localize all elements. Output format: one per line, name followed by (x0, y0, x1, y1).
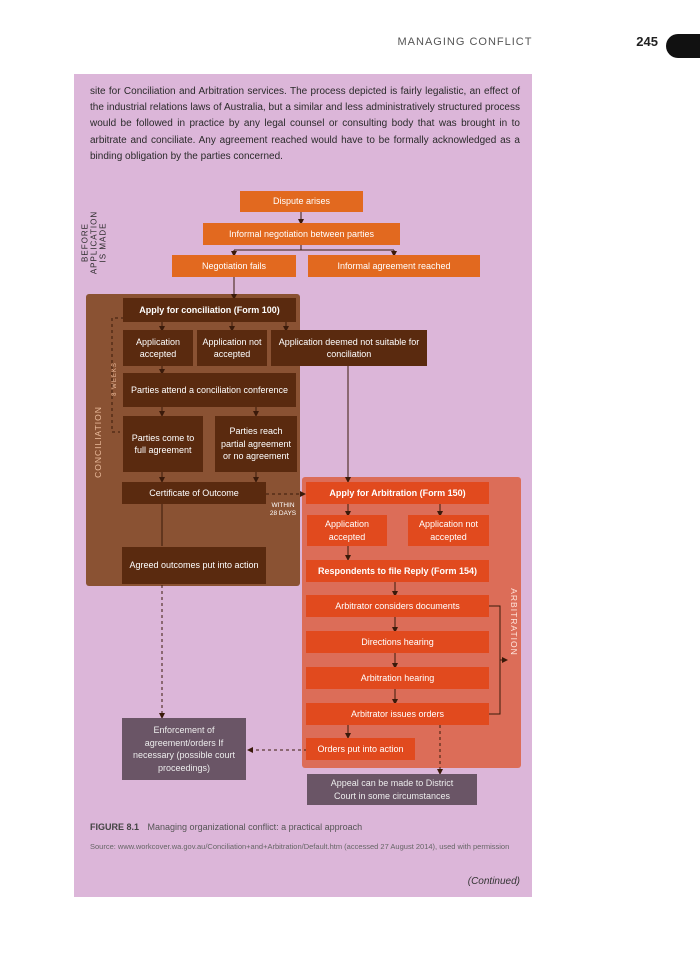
box-apply-conciliation: Apply for conciliation (Form 100) (123, 298, 296, 322)
figure-label: FIGURE 8.1 (90, 822, 140, 832)
box-dispute-arises: Dispute arises (240, 191, 363, 212)
box-certificate-outcome: Certificate of Outcome (122, 482, 266, 504)
box-directions-hearing: Directions hearing (306, 631, 489, 653)
box-arbitrator-issues-orders: Arbitrator issues orders (306, 703, 489, 725)
box-respondents-reply: Respondents to file Reply (Form 154) (306, 560, 489, 582)
within-28-days-label: WITHIN 28 DAYS (265, 502, 301, 518)
bracket-arbitration-steps (489, 605, 501, 715)
figure-source: Source: www.workcover.wa.gov.au/Concilia… (90, 842, 510, 851)
page-tab-marker (666, 34, 700, 58)
box-negotiation-fails: Negotiation fails (172, 255, 296, 277)
box-arbitration-hearing: Arbitration hearing (306, 667, 489, 689)
box-apply-arbitration: Apply for Arbitration (Form 150) (306, 482, 489, 504)
box-appeal: Appeal can be made to District Court in … (307, 774, 477, 805)
within-label-line1: WITHIN (271, 502, 295, 509)
box-informal-negotiation: Informal negotiation between parties (203, 223, 400, 245)
box-arb-application-accepted: Application accepted (307, 515, 387, 546)
box-application-not-accepted: Application not accepted (197, 330, 267, 366)
within-label-line2: 28 DAYS (269, 510, 297, 517)
running-header: MANAGING CONFLICT (397, 36, 533, 48)
box-conciliation-conference: Parties attend a conciliation conference (123, 373, 296, 407)
box-full-agreement: Parties come to full agreement (123, 416, 203, 472)
page-number: 245 (636, 34, 658, 49)
box-enforcement: Enforcement of agreement/orders If neces… (122, 718, 246, 780)
box-application-accepted: Application accepted (123, 330, 193, 366)
box-arbitrator-considers: Arbitrator considers documents (306, 595, 489, 617)
figure-title: Managing organizational conflict: a prac… (147, 822, 363, 832)
intro-paragraph: site for Conciliation and Arbitration se… (90, 86, 520, 162)
box-orders-into-action: Orders put into action (306, 738, 415, 760)
box-arb-application-not-accepted: Application not accepted (408, 515, 489, 546)
box-agreed-outcomes: Agreed outcomes put into action (122, 547, 266, 584)
box-informal-agreement: Informal agreement reached (308, 255, 480, 277)
continued-label: (Continued) (467, 876, 520, 887)
box-deemed-not-suitable: Application deemed not suitable for conc… (271, 330, 427, 366)
dashed-eight-weeks (111, 317, 124, 433)
figure-caption: FIGURE 8.1 Managing organizational confl… (90, 822, 520, 832)
box-partial-agreement: Parties reach partial agreement or no ag… (215, 416, 297, 472)
